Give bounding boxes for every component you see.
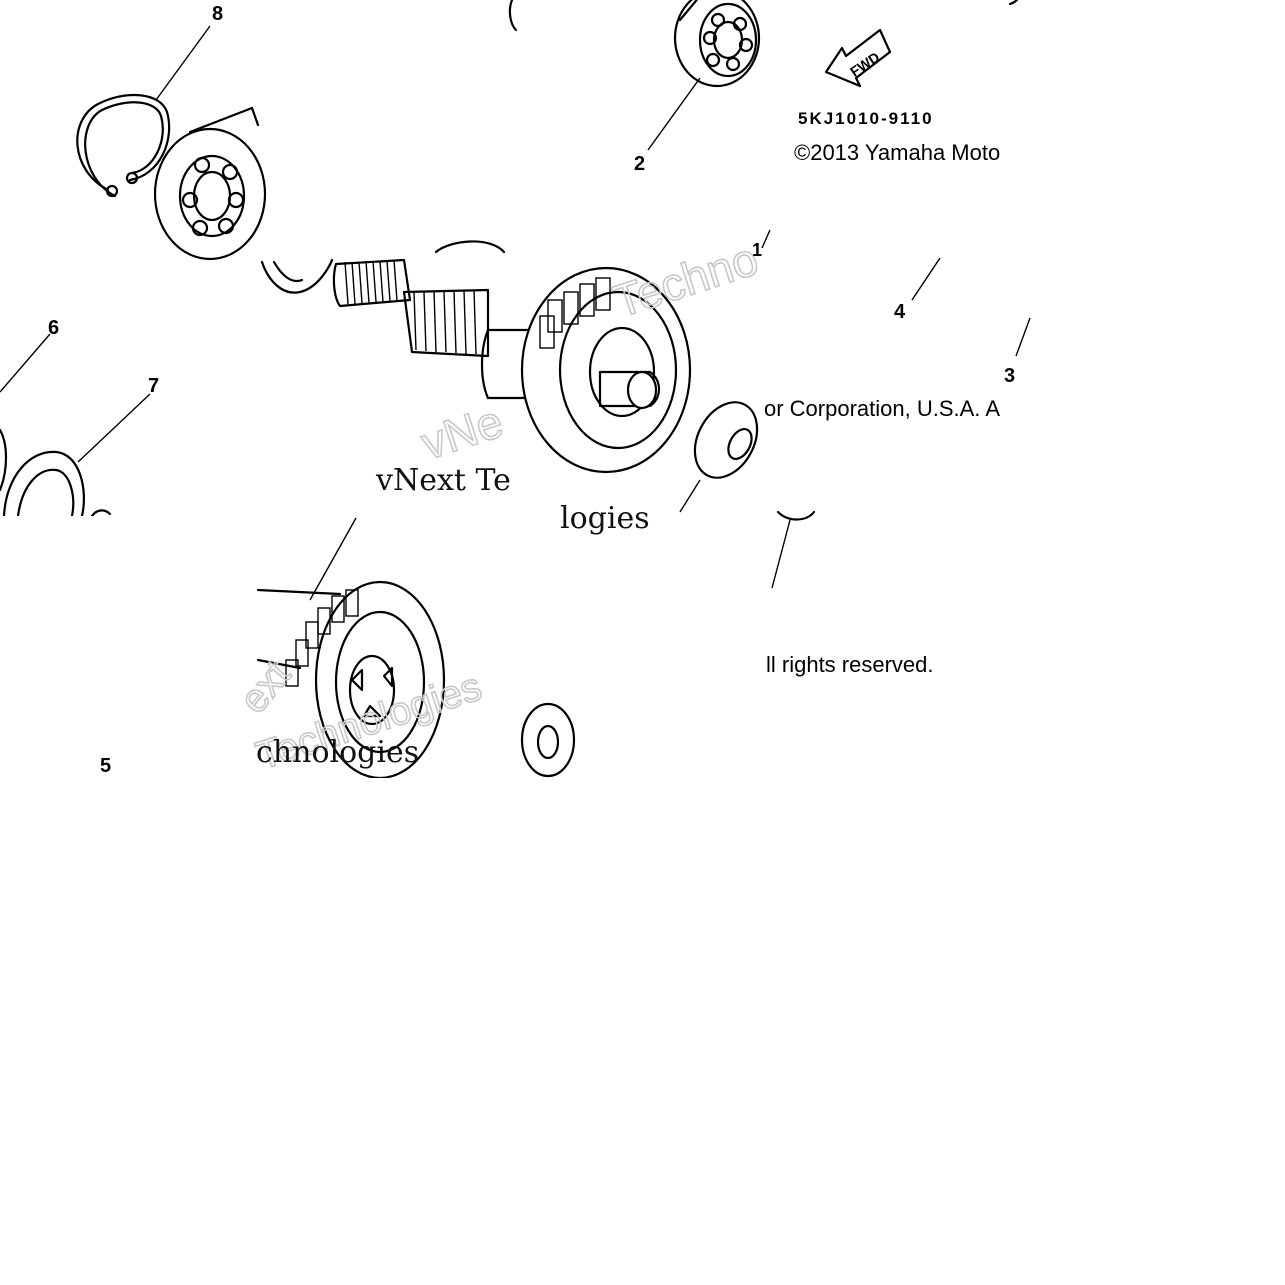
leader-line-7 — [77, 393, 151, 463]
shaft-thread — [332, 258, 412, 308]
fwd-arrow-icon: FWD — [824, 28, 892, 88]
leader-line-8 — [155, 25, 211, 101]
flat-washer — [679, 401, 759, 513]
callout-8: 8 — [212, 3, 223, 25]
part-code-label: 5KJ1010-9110 — [798, 109, 934, 128]
shaft-splines — [402, 288, 490, 358]
callout-2: 2 — [634, 153, 645, 175]
leader-line-1 — [761, 229, 771, 249]
callout-6: 6 — [48, 317, 59, 339]
ring-fragment-lower — [776, 510, 816, 521]
tile-mask-right — [1028, 0, 1285, 420]
watermark-text-7: logies — [560, 501, 650, 536]
watermark-text-6: chnologies — [256, 735, 419, 770]
circlip-part-8 — [76, 93, 171, 198]
ring-fragment-top-right — [1008, 0, 1019, 6]
callout-4: 4 — [894, 301, 906, 323]
callout-5: 5 — [100, 755, 111, 777]
tile-mask-right-2 — [1028, 390, 1285, 430]
watermark-text-1: Techno — [607, 232, 764, 327]
watermark-text-2: vNe — [415, 395, 509, 470]
oil-seal-part-7 — [0, 428, 112, 518]
leader-line-6 — [0, 333, 51, 393]
callout-1: 1 — [752, 240, 762, 260]
shaft-assembly-part-1 — [260, 229, 771, 474]
copyright-line-1: ©2013 Yamaha Moto — [794, 140, 1000, 165]
leader-line-lower — [771, 519, 791, 589]
blank-canvas-area — [0, 778, 1285, 1285]
callout-7: 7 — [148, 375, 159, 397]
gear-detail-part-5 — [256, 517, 446, 780]
leader-line-2 — [647, 77, 701, 151]
ball-bearing-part-2 — [508, 0, 761, 88]
watermark-text-3: vNext Te — [375, 463, 511, 498]
ball-bearing-left — [153, 106, 267, 261]
thrust-washer-lower — [520, 702, 576, 778]
tile-mask-left-lower — [0, 516, 256, 776]
copyright-line-2: or Corporation, U.S.A. A — [764, 396, 1000, 421]
callout-3: 3 — [1004, 365, 1015, 387]
gear-wheel — [520, 266, 692, 474]
copyright-line-3: ll rights reserved. — [766, 652, 934, 677]
leader-line-3 — [1015, 317, 1031, 357]
leader-line-4 — [911, 257, 941, 301]
